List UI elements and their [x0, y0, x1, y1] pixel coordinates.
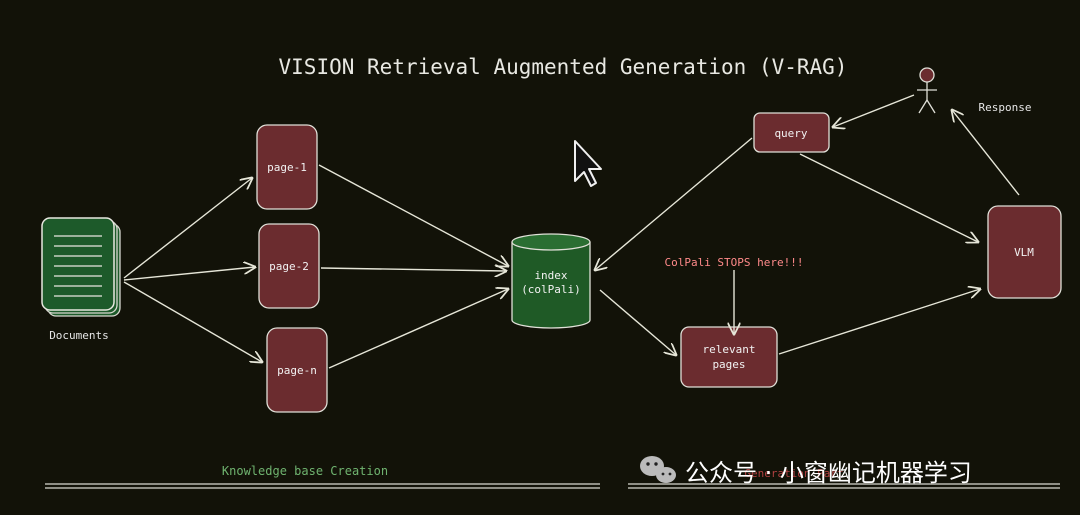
page-n-node: page-n: [266, 327, 328, 413]
relevant-pages-node: relevant pages: [680, 326, 778, 388]
stick-figure-icon: [917, 67, 937, 114]
edge-query-vlm: [799, 153, 978, 242]
response-label: Response: [979, 101, 1032, 114]
page-2-node: page-2: [258, 223, 320, 309]
edge-vlm-response: [952, 110, 1020, 196]
page-2-label: page-2: [269, 260, 309, 273]
query-node: query: [753, 112, 830, 153]
edge-index-relevant: [599, 289, 676, 355]
edge-page2-index: [320, 268, 506, 271]
edge-user-query: [833, 94, 915, 127]
query-label: query: [774, 127, 807, 140]
index-label: index: [534, 269, 567, 282]
edge-relevant-vlm: [778, 289, 980, 355]
edge-query-index: [595, 137, 753, 270]
edge-docs-page2: [123, 267, 255, 281]
relevant-label: relevant: [703, 343, 756, 356]
watermark-text: 公众号 · 小窗幽记机器学习: [685, 459, 972, 487]
page-1-node: page-1: [256, 124, 318, 210]
edge-page1-index: [318, 164, 508, 266]
edge-docs-page1: [123, 178, 252, 279]
edge-pagen-index: [328, 289, 508, 369]
document-stack-icon: [41, 217, 121, 317]
edge-docs-pagen: [123, 281, 262, 362]
page-n-label: page-n: [277, 364, 317, 377]
documents-label: Documents: [49, 329, 109, 342]
index-sublabel: (colPali): [521, 283, 581, 296]
generation-section-label: Generation Part: [744, 467, 843, 480]
diagram-title: VISION Retrieval Augmented Generation (V…: [279, 55, 848, 79]
pages-label: pages: [712, 358, 745, 371]
mouse-pointer-icon: [574, 140, 602, 187]
vlm-label: VLM: [1014, 246, 1034, 259]
vlm-node: VLM: [987, 205, 1062, 299]
wechat-icon: [640, 456, 676, 483]
page-1-label: page-1: [267, 161, 307, 174]
colpali-stops-note: ColPali STOPS here!!!: [664, 256, 803, 269]
database-cylinder-icon: [511, 233, 591, 329]
knowledge-section-label: Knowledge base Creation: [222, 464, 388, 478]
